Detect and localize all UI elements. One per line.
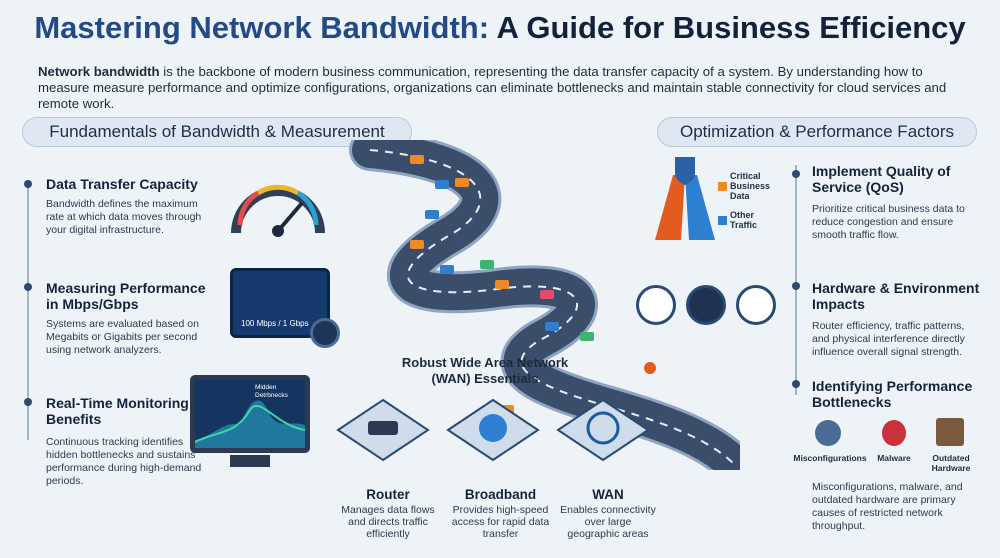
bottleneck-label: Outdated Hardware (931, 453, 971, 473)
data-packet (410, 155, 424, 164)
wan-header: Robust Wide Area Network (WAN) Essential… (401, 355, 569, 386)
globe-icon (586, 411, 620, 445)
monitor-stand (230, 455, 270, 467)
data-packet (540, 290, 554, 299)
legend-swatch-critical (718, 182, 727, 191)
item-title: Hardware & Environment Impacts (812, 280, 980, 312)
item-title: Data Transfer Capacity (46, 176, 198, 192)
chip-icon (936, 418, 964, 446)
data-packet (440, 265, 454, 274)
data-packet (545, 322, 559, 331)
page-title: Mastering Network Bandwidth: A Guide for… (34, 10, 966, 45)
item-desc: Misconfigurations, malware, and outdated… (812, 481, 963, 532)
item-desc: Bandwidth defines the maximum rate at wh… (46, 198, 202, 236)
traffic-chart (195, 400, 305, 448)
wan-card-label: Router (366, 487, 410, 502)
stopwatch-icon (310, 318, 340, 348)
interference-icon (736, 285, 776, 325)
monitor-label: Midden Detrbnecks (255, 384, 288, 399)
data-packet (455, 178, 469, 187)
data-packet (425, 210, 439, 219)
signal-wave-icon (686, 285, 726, 325)
timeline-dot (24, 398, 32, 406)
left-section-header: Fundamentals of Bandwidth & Measurement (22, 117, 412, 147)
wan-hexagons (336, 398, 650, 462)
wan-card-label: WAN (592, 487, 624, 502)
qos-legend-other: Other Traffic (730, 210, 758, 230)
item-title: Identifying Performance Bottlenecks (812, 378, 973, 410)
wan-card-label: Broadband (464, 487, 537, 502)
intro-paragraph: Network bandwidth is the backbone of mod… (38, 64, 947, 111)
wan-card-desc: Enables connectivity over large geograph… (560, 504, 656, 540)
fiber-optic-icon (479, 414, 507, 442)
timeline-dot (792, 282, 800, 290)
router-icon (636, 285, 676, 325)
legend-swatch-other (718, 216, 727, 225)
qos-legend-critical: Critical Business Data (730, 171, 771, 201)
data-packet (435, 180, 449, 189)
item-title: Measuring Performance in Mbps/Gbps (46, 280, 206, 312)
data-packet (480, 260, 494, 269)
timeline-dot (24, 283, 32, 291)
right-timeline (795, 165, 797, 395)
speedometer-icon (231, 184, 325, 237)
left-timeline (27, 180, 29, 440)
timeline-dot (792, 380, 800, 388)
bottleneck-label: Malware (877, 453, 911, 463)
bottleneck-label: Misconfigurations (793, 453, 867, 463)
data-packet (580, 332, 594, 341)
misconfiguration-gear-icon (815, 420, 841, 446)
wan-card-desc: Provides high-speed access for rapid dat… (451, 504, 550, 540)
right-section-header: Optimization & Performance Factors (657, 117, 977, 147)
item-desc: Systems are evaluated based on Megabits … (46, 318, 199, 356)
timeline-dot (24, 180, 32, 188)
monitoring-screen: Midden Detrbnecks (190, 375, 310, 453)
qos-illustration (655, 157, 715, 240)
data-highway-illustration (349, 140, 740, 470)
gauge-readout: 100 Mbps / 1 Gbps (241, 319, 309, 328)
item-desc: Prioritize critical business data to red… (812, 203, 965, 241)
bug-icon (882, 420, 906, 446)
item-title: Implement Quality of Service (QoS) (812, 163, 951, 195)
data-packet (410, 240, 424, 249)
item-title: Real-Time Monitoring Benefits (46, 395, 189, 427)
router-icon (368, 421, 398, 435)
shield-icon (675, 157, 695, 185)
timeline-dot (792, 170, 800, 178)
bandwidth-screen: 100 Mbps / 1 Gbps (230, 268, 330, 338)
gear-icon (644, 362, 656, 374)
item-desc: Router efficiency, traffic patterns, and… (812, 320, 965, 358)
wan-card-desc: Manages data flows and directs traffic e… (341, 504, 435, 540)
data-packet (495, 280, 509, 289)
item-desc: Continuous tracking identifies hidden bo… (46, 436, 202, 487)
